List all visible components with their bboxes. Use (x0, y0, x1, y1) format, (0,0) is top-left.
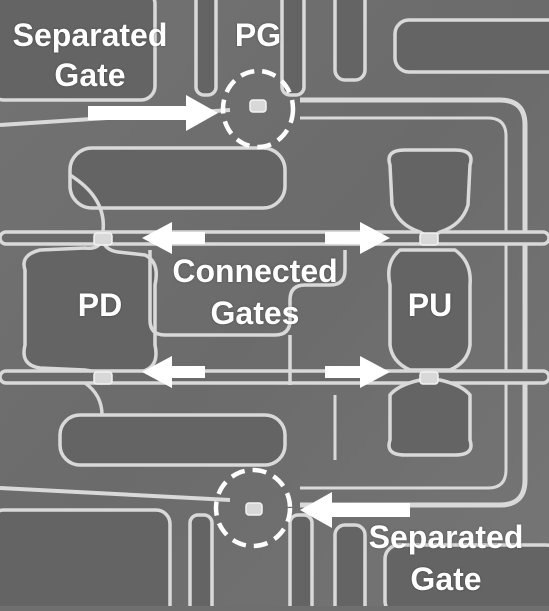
pg-bottom-strap-right (288, 513, 314, 611)
label-separated-gate-bottom-2: Gate (410, 561, 482, 597)
label-pg: PG (234, 17, 282, 53)
left-bottom-line (0, 486, 231, 502)
label-connected-gates-1: Connected (172, 253, 338, 289)
label-separated-gate-bottom-1: Separated (368, 519, 524, 555)
label-pu: PU (407, 287, 453, 323)
connected-gate-line-lower (0, 369, 549, 385)
pu-upper-region (387, 148, 473, 240)
pg-bottom-strap-left (188, 513, 214, 611)
connected-gate-line-upper (0, 230, 549, 246)
pg-top-strap-right (280, 0, 306, 97)
pd-upper-contact (93, 232, 113, 246)
pg-top-strap-left (194, 0, 218, 97)
annotation-arrows (88, 95, 410, 528)
bottom-separated-gate-circle (213, 467, 293, 549)
pd-lower-contact (93, 371, 113, 385)
pg-bottom-contact (245, 502, 263, 516)
top-separated-gate-circle (220, 68, 296, 150)
pu-lower-contact (419, 371, 439, 385)
top-right-pad (393, 18, 549, 74)
dashed-highlights (213, 68, 296, 549)
pu-lower-region (387, 378, 473, 457)
lower-center-block (58, 413, 287, 467)
pg-top-contact (249, 99, 267, 113)
label-separated-gate-top-2: Gate (54, 57, 126, 93)
pu-active-region (387, 248, 472, 372)
pd-lower-neck (83, 381, 104, 416)
arrow-connected-upper-right (325, 222, 390, 254)
top-left-pad (0, 0, 157, 102)
pu-upper-contact (419, 232, 439, 246)
top-center-connector (333, 0, 367, 82)
arrow-connected-lower-right (325, 356, 390, 388)
label-pd: PD (77, 287, 123, 323)
arrow-connected-lower-left (142, 356, 205, 388)
arrow-bottom-separated-gate (300, 492, 410, 528)
label-connected-gates-2: Gates (210, 295, 300, 331)
bottom-right-pad (383, 543, 549, 611)
inner-right-trace (300, 116, 508, 490)
upper-center-block (68, 146, 287, 210)
middle-serpentine-upper (148, 250, 347, 337)
bottom-left-pad (0, 508, 172, 611)
label-separated-gate-top-1: Separated (12, 17, 168, 53)
outer-right-trace (300, 97, 528, 508)
arrow-connected-upper-left (142, 222, 205, 254)
gate-contacts (93, 99, 439, 516)
arrow-top-separated-gate (88, 95, 218, 131)
bottom-center-connector (333, 523, 367, 611)
